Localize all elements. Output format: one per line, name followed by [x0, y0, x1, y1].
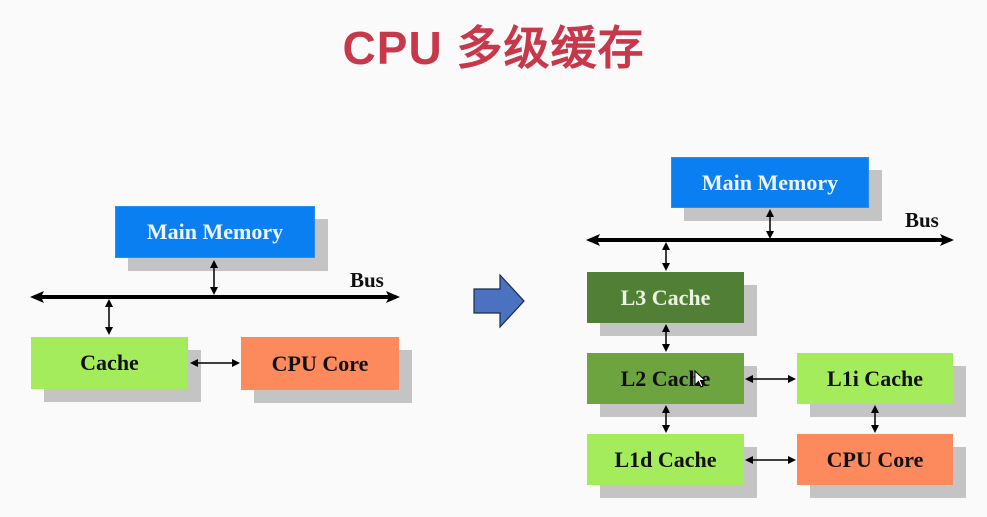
l1d-cache-box: L1d Cache — [587, 434, 744, 485]
l3-cache-box: L3 Cache — [587, 272, 744, 323]
right-bus-label: Bus — [905, 208, 939, 232]
right-cpu-core-box: CPU Core — [797, 434, 953, 485]
left-bus-label: Bus — [350, 268, 384, 292]
l2-cache-box: L2 Cache — [587, 353, 744, 404]
left-cache-box: Cache — [31, 337, 188, 389]
left-cpu-core-box: CPU Core — [241, 337, 399, 390]
l1i-cache-box: L1i Cache — [797, 353, 953, 404]
mouse-cursor-icon — [694, 370, 707, 388]
left-main-memory-box: Main Memory — [115, 206, 315, 258]
right-arrow-icon — [473, 273, 525, 329]
right-main-memory-box: Main Memory — [671, 157, 869, 208]
page-title: CPU 多级缓存 — [342, 22, 645, 74]
